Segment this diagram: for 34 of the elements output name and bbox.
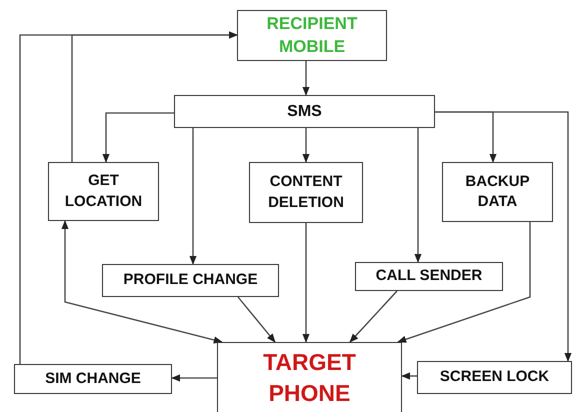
arrow <box>349 290 398 343</box>
process-box <box>14 364 172 394</box>
box-label: GET LOCATION <box>64 171 144 212</box>
arrow <box>102 112 174 163</box>
process-box <box>442 162 553 222</box>
process-box <box>417 361 572 394</box>
arrow <box>171 374 217 382</box>
box-label: CALL SENDER <box>376 266 482 286</box>
process-box <box>355 262 503 291</box>
box-label: SMS <box>287 102 322 122</box>
box-label: CONTENT DELETION <box>267 172 345 212</box>
box-label: PROFILE CHANGE <box>123 270 258 290</box>
arrow <box>401 372 417 380</box>
process-box <box>217 342 402 412</box>
box-label: BACKUP DATA <box>464 172 531 212</box>
box-label: TARGET PHONE <box>262 348 357 408</box>
arrow <box>61 220 223 344</box>
arrow <box>19 31 238 364</box>
arrow <box>302 128 310 163</box>
arrow <box>302 61 310 96</box>
process-box <box>249 162 363 223</box>
box-label: RECIPIENT MOBILE <box>266 12 358 58</box>
arrow <box>414 128 422 263</box>
box-label: SCREEN LOCK <box>440 367 550 388</box>
process-box <box>48 162 159 221</box>
arrow <box>302 223 310 343</box>
arrow <box>238 296 276 343</box>
arrow <box>435 111 572 362</box>
arrow <box>189 128 197 265</box>
process-box <box>237 10 387 61</box>
arrow <box>397 222 531 343</box>
process-box <box>102 264 279 297</box>
box-label: SIM CHANGE <box>45 368 141 389</box>
process-box <box>174 95 435 128</box>
